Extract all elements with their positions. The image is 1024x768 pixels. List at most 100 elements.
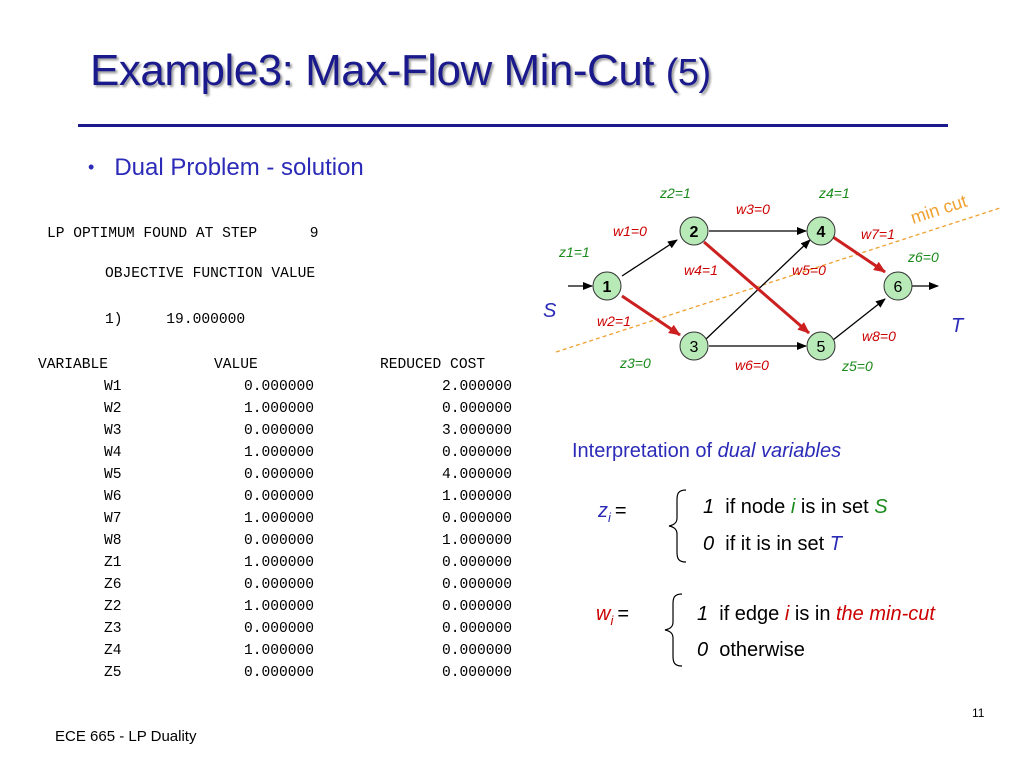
slide-title: Example3: Max-Flow Min-Cut (5): [90, 46, 711, 96]
interpretation-heading-text: Interpretation of: [572, 440, 718, 462]
row-variable: W2: [104, 401, 122, 417]
row-value: 1.000000: [243, 643, 314, 659]
page-number: 11: [972, 706, 985, 720]
label-w4: w4=1: [684, 262, 718, 278]
row-reduced-cost: 0.000000: [441, 445, 512, 461]
row-value: 0.000000: [243, 379, 314, 395]
node-4-label: 4: [817, 224, 826, 241]
min-cut-line: [555, 207, 1001, 353]
z-case1-set: S: [874, 496, 888, 518]
z-case1-index: i: [790, 496, 796, 518]
w-subscript: i: [610, 613, 614, 628]
node-1-label: 1: [603, 279, 612, 296]
row-value: 1.000000: [243, 599, 314, 615]
row-value: 0.000000: [243, 621, 314, 637]
w-case2-text: otherwise: [719, 639, 805, 661]
row-value: 1.000000: [243, 511, 314, 527]
w-case-1: 1 if edge i is in the min-cut: [697, 603, 935, 626]
sink-label: T: [951, 315, 965, 337]
row-value: 0.000000: [243, 467, 314, 483]
row-value: 0.000000: [243, 489, 314, 505]
label-w3: w3=0: [736, 201, 770, 217]
row-variable: Z3: [104, 621, 122, 637]
row-reduced-cost: 4.000000: [441, 467, 512, 483]
row-reduced-cost: 1.000000: [441, 489, 512, 505]
label-z5: z5=0: [841, 358, 873, 374]
row-value: 1.000000: [243, 555, 314, 571]
label-z2: z2=1: [659, 185, 691, 201]
slide-title-main: Example3: Max-Flow Min-Cut: [90, 46, 655, 95]
row-value: 0.000000: [243, 665, 314, 681]
interpretation-heading: Interpretation of dual variables: [572, 440, 841, 463]
edge-w4: [703, 240, 810, 335]
row-reduced-cost: 3.000000: [441, 423, 512, 439]
label-z6: z6=0: [907, 249, 939, 265]
w-var: w: [596, 603, 611, 625]
z-case1-value: 1: [703, 496, 715, 518]
w-definition-lhs: wi=: [596, 603, 629, 628]
label-w8: w8=0: [862, 328, 896, 344]
row-variable: W7: [104, 511, 122, 527]
title-underline: [78, 124, 948, 127]
edge-w8: [832, 298, 886, 341]
row-reduced-cost: 0.000000: [441, 665, 512, 681]
row-reduced-cost: 0.000000: [441, 577, 512, 593]
label-z4: z4=1: [818, 185, 850, 201]
row-value: 0.000000: [243, 533, 314, 549]
node-3: 3: [679, 331, 709, 361]
w-case1-text2: is in: [789, 603, 836, 625]
footer-course: ECE 665 - LP Duality: [55, 728, 197, 745]
label-w6: w6=0: [735, 357, 769, 373]
row-value: 1.000000: [243, 445, 314, 461]
row-variable: Z4: [104, 643, 122, 659]
label-z3: z3=0: [619, 355, 651, 371]
col-header-reduced-cost: REDUCED COST: [380, 357, 486, 373]
row-reduced-cost: 0.000000: [441, 511, 512, 527]
z-brace-icon: [668, 489, 687, 563]
row-variable: Z6: [104, 577, 122, 593]
z-case2-text: if it is in set: [725, 533, 830, 555]
lp-objective-value: 1) 19.000000: [105, 312, 246, 328]
lp-header-line: LP OPTIMUM FOUND AT STEP 9: [47, 226, 319, 242]
w-case1-value: 1: [697, 603, 709, 625]
row-variable: Z2: [104, 599, 122, 615]
row-reduced-cost: 0.000000: [441, 599, 512, 615]
bullet-text: Dual Problem - solution: [114, 154, 364, 181]
node-6: 6: [883, 271, 913, 301]
node-2-label: 2: [690, 224, 699, 241]
row-variable: W5: [104, 467, 122, 483]
w-case-2: 0 otherwise: [697, 639, 805, 662]
label-w1: w1=0: [613, 223, 647, 239]
row-variable: Z5: [104, 665, 122, 681]
row-value: 0.000000: [243, 423, 314, 439]
node-2: 2: [679, 216, 709, 246]
node-4: 4: [806, 216, 836, 246]
z-case2-set: T: [829, 533, 842, 555]
edge-w2: [621, 294, 681, 337]
w-case1-cut: the min-cut: [836, 603, 935, 625]
row-reduced-cost: 2.000000: [441, 379, 512, 395]
z-case2-value: 0: [703, 533, 715, 555]
w-brace-icon: [664, 593, 683, 667]
col-header-value: VALUE: [214, 357, 258, 373]
node-1: 1: [592, 271, 622, 301]
col-header-variable: VARIABLE: [38, 357, 109, 373]
row-variable: W6: [104, 489, 122, 505]
row-variable: W8: [104, 533, 122, 549]
row-reduced-cost: 0.000000: [441, 555, 512, 571]
z-var: z: [598, 500, 608, 522]
node-5: 5: [806, 331, 836, 361]
z-subscript: i: [608, 510, 611, 525]
row-reduced-cost: 1.000000: [441, 533, 512, 549]
w-equals: =: [617, 603, 630, 625]
edge-w1: [621, 239, 678, 277]
lp-objective-label: OBJECTIVE FUNCTION VALUE: [105, 266, 316, 282]
flow-network-diagram: 1 2 3 4 5 6 S T min cut z2=1 z4=1 z1=1 z…: [543, 185, 1001, 374]
row-variable: Z1: [104, 555, 122, 571]
bullet-item: •Dual Problem - solution: [88, 154, 364, 182]
w-case2-value: 0: [697, 639, 709, 661]
row-reduced-cost: 0.000000: [441, 621, 512, 637]
z-equals: =: [614, 500, 627, 522]
label-w7: w7=1: [861, 226, 895, 242]
z-case1-text2: is in set: [795, 496, 875, 518]
